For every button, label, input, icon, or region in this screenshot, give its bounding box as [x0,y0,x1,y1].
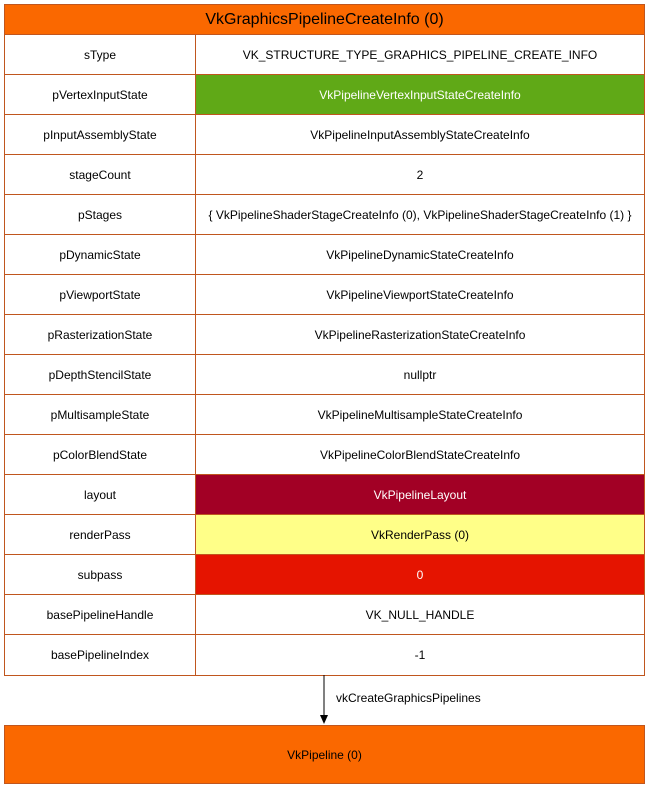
arrow-label: vkCreateGraphicsPipelines [336,691,481,705]
field-value: VkPipelineDynamicStateCreateInfo [196,235,644,274]
field-value: VkPipelineVertexInputStateCreateInfo [196,75,644,114]
field-name: pStages [5,195,196,234]
field-name: pColorBlendState [5,435,196,474]
field-name: stageCount [5,155,196,194]
field-value: VK_STRUCTURE_TYPE_GRAPHICS_PIPELINE_CREA… [196,35,644,74]
field-name: pViewportState [5,275,196,314]
result-pipeline: VkPipeline (0) [4,725,645,784]
field-name: renderPass [5,515,196,554]
field-value: VkPipelineRasterizationStateCreateInfo [196,315,644,354]
field-value: nullptr [196,355,644,394]
field-name: pRasterizationState [5,315,196,354]
field-name: sType [5,35,196,74]
field-name: layout [5,475,196,514]
field-name: basePipelineHandle [5,595,196,634]
field-value: VkPipelineLayout [196,475,644,514]
field-value: 0 [196,555,644,594]
field-value: 2 [196,155,644,194]
field-name: pVertexInputState [5,75,196,114]
field-value: VkPipelineColorBlendStateCreateInfo [196,435,644,474]
field-value: VkPipelineInputAssemblyStateCreateInfo [196,115,644,154]
field-name: subpass [5,555,196,594]
field-value: -1 [196,635,644,675]
arrow-head-icon [320,715,328,724]
field-value: VK_NULL_HANDLE [196,595,644,634]
field-name: pMultisampleState [5,395,196,434]
struct-title: VkGraphicsPipelineCreateInfo (0) [5,5,644,35]
field-name: pInputAssemblyState [5,115,196,154]
field-name: pDynamicState [5,235,196,274]
field-name: basePipelineIndex [5,635,196,675]
field-value: VkRenderPass (0) [196,515,644,554]
field-row-pStages: pStages{ VkPipelineShaderStageCreateInfo… [5,195,644,235]
field-value: { VkPipelineShaderStageCreateInfo (0), V… [196,195,644,234]
field-name: pDepthStencilState [5,355,196,394]
field-row-basePipelineIndex: basePipelineIndex-1 [5,635,644,675]
field-value: VkPipelineMultisampleStateCreateInfo [196,395,644,434]
field-value: VkPipelineViewportStateCreateInfo [196,275,644,314]
